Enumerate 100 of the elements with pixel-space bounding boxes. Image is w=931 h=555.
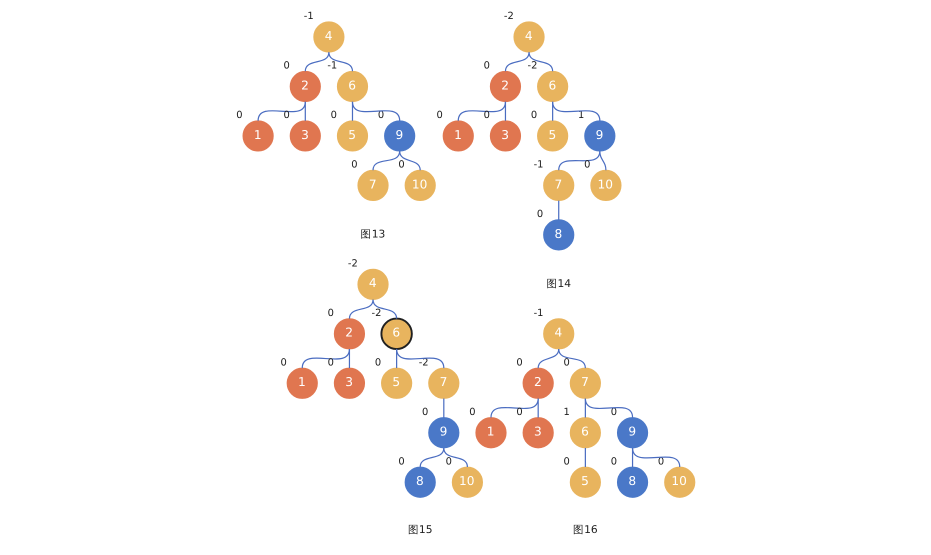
connector [372, 299, 398, 319]
node-circle: 2 [334, 318, 366, 350]
node-circle: 3 [522, 417, 554, 448]
node-label: 0 [236, 110, 243, 121]
connector [399, 151, 421, 170]
connector [558, 151, 600, 170]
node-label: 0 [516, 357, 523, 368]
node-label: -2 [528, 60, 538, 72]
connector [458, 102, 506, 121]
connector [304, 102, 306, 121]
node-circle: 9 [384, 120, 416, 152]
node-circle: 2 [490, 70, 522, 102]
connector [584, 448, 586, 467]
connector [304, 52, 330, 72]
node-circle: 7 [570, 368, 601, 399]
node-circle: 6 [537, 70, 568, 102]
node-label: 0 [530, 110, 538, 121]
node-circle: 8 [616, 466, 648, 498]
connector [632, 448, 680, 468]
node-circle: 1 [442, 120, 474, 152]
node-circle: 7 [543, 170, 574, 202]
connector [538, 398, 539, 418]
node-label: -2 [372, 308, 382, 319]
connector [348, 299, 374, 319]
node-circle: 4 [313, 21, 344, 53]
node-label: 0 [328, 308, 334, 319]
connector [584, 398, 634, 418]
node-circle: 5 [336, 120, 368, 152]
connector [552, 102, 554, 121]
node-circle: 3 [490, 120, 522, 152]
node-circle: 9 [428, 417, 460, 448]
node-label: -2 [348, 258, 358, 270]
node-label: 0 [564, 357, 570, 368]
node-label: -2 [504, 11, 514, 22]
connector [528, 52, 554, 72]
node-label: 0 [351, 159, 358, 170]
node-label: 0 [284, 60, 290, 72]
node-circle: 5 [570, 466, 601, 498]
node-label: 0 [564, 456, 570, 468]
connector [599, 151, 607, 170]
node-circle: 3 [290, 120, 321, 152]
node-label: -1 [304, 11, 314, 22]
node-label: -1 [534, 308, 544, 319]
node-circle: 6 [380, 318, 413, 350]
node-label: 0 [422, 406, 428, 418]
node-circle: 7 [428, 368, 460, 399]
connector [443, 398, 444, 418]
connector [348, 349, 350, 368]
node-circle: 4 [357, 268, 389, 300]
node-label: 0 [536, 208, 544, 220]
connector [558, 348, 586, 368]
node-circle: 2 [522, 368, 554, 399]
connector [372, 151, 400, 170]
node-label: 0 [436, 110, 443, 121]
node-label: 1 [564, 406, 570, 418]
node-label: 0 [328, 357, 334, 368]
node-circle: 5 [537, 120, 568, 152]
connector [504, 52, 530, 72]
node-circle: 10 [664, 466, 696, 498]
node-circle: 8 [404, 466, 436, 498]
node-circle: 4 [513, 21, 545, 53]
connector [258, 102, 306, 121]
node-circle: 9 [616, 417, 648, 448]
label: 图14 [546, 277, 571, 290]
node-circle: 6 [570, 417, 601, 448]
node-circle: 10 [452, 466, 483, 498]
node-label: 0 [610, 406, 618, 418]
node-label: 0 [484, 110, 490, 121]
node-label: -1 [327, 60, 338, 72]
connector [552, 102, 600, 121]
node-circle: 7 [357, 170, 389, 202]
node-circle: 3 [334, 368, 366, 399]
node-circle: 1 [286, 368, 318, 399]
node-circle: 1 [475, 417, 507, 448]
node-circle: 6 [336, 70, 368, 102]
node-label: -1 [534, 159, 544, 170]
connector [396, 349, 398, 368]
node-circle: 9 [584, 120, 616, 152]
node-label: 0 [610, 456, 618, 468]
label: 图15 [408, 522, 432, 536]
connector [352, 102, 400, 121]
node-label: 0 [398, 159, 405, 170]
node-circle: 10 [590, 170, 622, 202]
node-circle: 5 [381, 368, 412, 399]
connector [504, 102, 506, 121]
connector [538, 348, 560, 368]
node-circle: 1 [242, 120, 274, 152]
node-circle: 10 [404, 170, 436, 202]
connector [558, 200, 560, 220]
connector [420, 448, 444, 468]
node-circle: 4 [543, 318, 574, 350]
node-label: 0 [446, 456, 452, 468]
node-label: 0 [398, 456, 405, 468]
connector [443, 448, 468, 468]
node-label: 0 [330, 110, 337, 121]
label: 图16 [573, 522, 598, 536]
node-label: 0 [658, 456, 664, 468]
node-label: 0 [584, 159, 590, 170]
node-circle: 2 [290, 70, 321, 102]
node-label: 0 [280, 357, 287, 368]
